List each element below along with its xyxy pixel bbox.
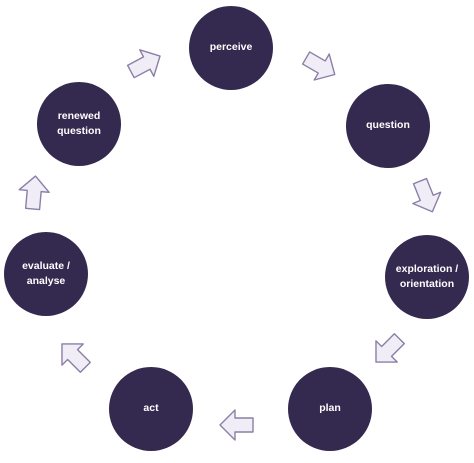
node-perceive-label: perceive (209, 41, 253, 54)
node-renewed-question-label: renewed question (57, 109, 101, 137)
node-act: act (109, 367, 193, 451)
arrow-perceive-to-question-icon (301, 51, 336, 81)
node-plan-label: plan (319, 402, 341, 415)
node-question-label: question (366, 119, 410, 132)
arrow-act-to-evaluate-icon (61, 343, 91, 373)
arrow-plan-to-act-icon (219, 409, 254, 441)
arrow-evaluate-to-renewed-icon (18, 175, 50, 211)
node-act-label: act (143, 402, 159, 415)
node-exploration-label: exploration / orientation (395, 262, 459, 290)
node-exploration-orientation: exploration / orientation (385, 235, 469, 319)
node-perceive: perceive (189, 6, 273, 90)
arrow-question-to-exploration-icon (412, 177, 442, 213)
node-renewed-question: renewed question (37, 82, 121, 166)
arrow-exploration-to-plan-icon (375, 333, 405, 363)
node-question: question (346, 84, 430, 168)
arrow-renewed-to-perceive-icon (126, 49, 161, 79)
node-plan: plan (288, 367, 372, 451)
node-evaluate-label: evaluate / analyse (22, 259, 70, 287)
node-evaluate-analyse: evaluate / analyse (4, 232, 88, 316)
